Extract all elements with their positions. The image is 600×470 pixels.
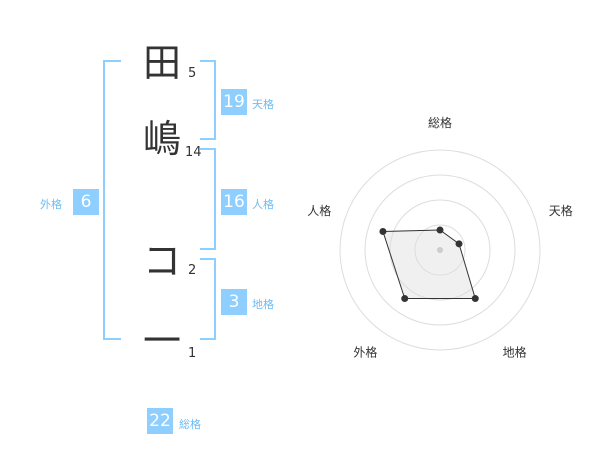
- radar-axis-label: 人格: [307, 203, 331, 218]
- radar-axis-label: 外格: [353, 345, 377, 360]
- tenkaku-label: 天格: [252, 98, 274, 111]
- jinkaku-value: 16: [221, 189, 247, 215]
- stroke-count-3: 2: [188, 263, 197, 278]
- radar-axis-label: 総格: [428, 115, 452, 130]
- radar-ring: [389, 199, 491, 301]
- radar-ring: [414, 224, 466, 276]
- stroke-count-2: 14: [185, 145, 202, 160]
- radar-point-5: [379, 227, 387, 235]
- chikaku-label: 地格: [252, 298, 274, 311]
- tenkaku-bracket: [200, 60, 216, 140]
- name-char-2: 嶋: [143, 117, 182, 161]
- gaikaku-value: 6: [73, 189, 99, 215]
- radar-center-dot: [437, 247, 443, 253]
- radar-ring: [339, 149, 541, 351]
- soukaku-value: 22: [147, 408, 173, 434]
- radar-point-3: [471, 295, 479, 303]
- gaikaku-label: 外格: [40, 198, 62, 211]
- jinkaku-bracket: [200, 148, 216, 250]
- chikaku-value: 3: [221, 289, 247, 315]
- soukaku-label: 総格: [179, 418, 201, 431]
- jinkaku-label: 人格: [252, 198, 274, 211]
- name-char-4: 一: [143, 319, 182, 363]
- stroke-count-1: 5: [188, 66, 197, 81]
- name-char-3: コ: [143, 239, 182, 283]
- radar-polygon: [382, 229, 476, 300]
- chikaku-bracket: [200, 258, 216, 340]
- gaikaku-bracket: [103, 60, 121, 340]
- radar-point-4: [401, 295, 409, 303]
- stroke-count-4: 1: [188, 346, 197, 361]
- tenkaku-value: 19: [221, 89, 247, 115]
- radar-point-2: [455, 240, 463, 248]
- name-char-1: 田: [143, 41, 182, 85]
- radar-point-1: [436, 226, 444, 234]
- radar-ring: [364, 174, 516, 326]
- radar-axis-label: 地格: [503, 345, 527, 360]
- radar-axis-label: 天格: [549, 203, 573, 218]
